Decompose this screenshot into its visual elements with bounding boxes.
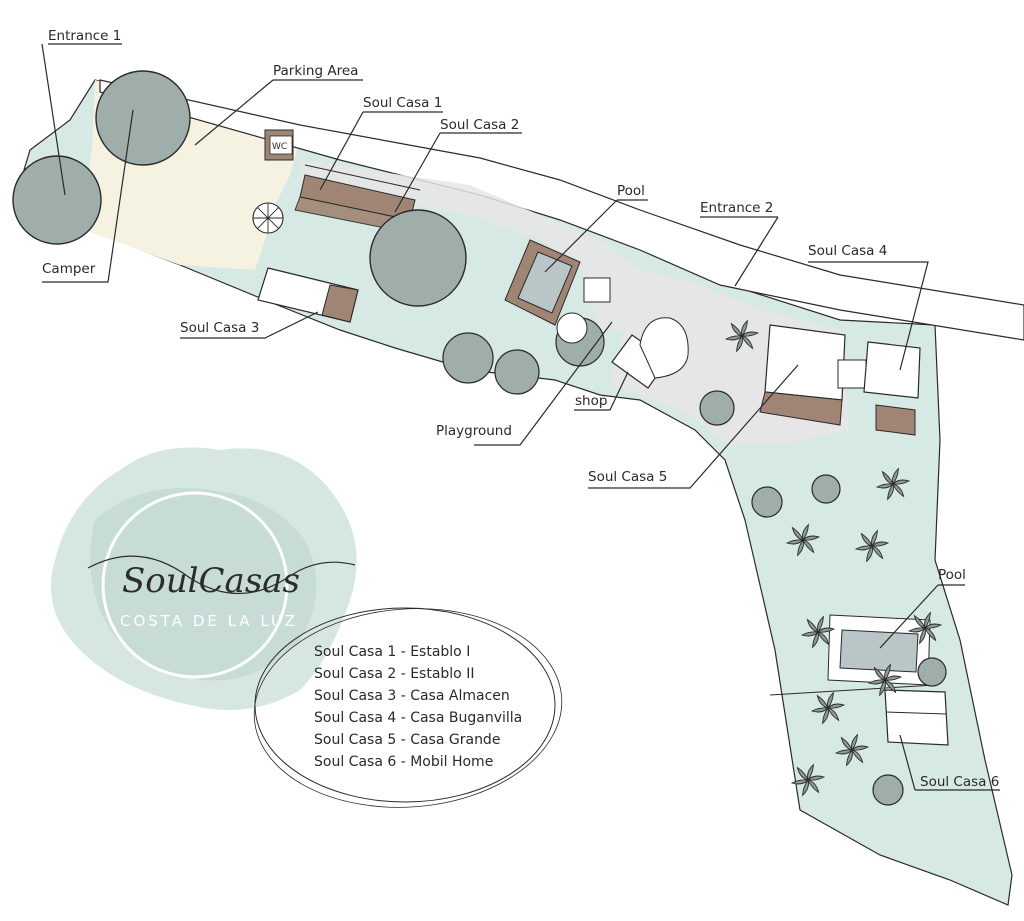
soul-casa-6-building xyxy=(884,689,949,746)
tree xyxy=(872,774,904,806)
legend-item: Soul Casa 6 - Mobil Home xyxy=(314,754,493,770)
label-entrance-1: Entrance 1 xyxy=(48,28,121,44)
tree-large xyxy=(369,209,467,307)
logo-watercolor xyxy=(50,447,357,710)
pool-north-shed xyxy=(583,277,611,303)
label-entrance-2: Entrance 2 xyxy=(700,200,773,216)
label-playground: Playground xyxy=(436,423,512,439)
label-parking-area: Parking Area xyxy=(273,63,358,79)
tree-cluster xyxy=(12,70,947,806)
legend-item: Soul Casa 2 - Establo II xyxy=(314,666,474,682)
palm-tree-icon xyxy=(790,763,826,797)
label-pool-north: Pool xyxy=(617,183,645,199)
wc-label: WC xyxy=(272,142,287,152)
leader-lines xyxy=(41,43,1000,791)
palm-tree-icon xyxy=(834,733,870,767)
palm-tree-icon xyxy=(907,611,943,645)
logo-subtitle: COSTA DE LA LUZ xyxy=(120,612,298,630)
label-soul-casa-6: Soul Casa 6 xyxy=(920,774,999,790)
tree xyxy=(699,390,735,426)
label-soul-casa-4: Soul Casa 4 xyxy=(808,243,887,259)
label-shop: shop xyxy=(575,393,607,409)
legend-item: Soul Casa 1 - Establo I xyxy=(314,644,470,660)
label-soul-casa-5: Soul Casa 5 xyxy=(588,469,667,485)
legend-item: Soul Casa 4 - Casa Buganvilla xyxy=(314,710,522,726)
label-soul-casa-1: Soul Casa 1 xyxy=(363,95,442,111)
round-terrace xyxy=(639,317,689,379)
palm-tree-icon xyxy=(800,615,836,649)
palm-tree-icon xyxy=(724,319,760,353)
tree xyxy=(494,349,540,395)
south-lawn-divider xyxy=(769,684,936,696)
palm-tree-icon xyxy=(867,663,903,697)
tree xyxy=(811,474,841,504)
tree xyxy=(917,657,947,687)
palm-tree-icon xyxy=(810,691,846,725)
pool-south-water xyxy=(839,629,919,673)
soul-casa-4-building xyxy=(863,341,921,399)
palm-tree-icon xyxy=(854,529,890,563)
label-pool-south: Pool xyxy=(938,567,966,583)
label-soul-casa-2: Soul Casa 2 xyxy=(440,117,519,133)
palm-tree-icon xyxy=(875,467,911,501)
palm-tree-icon xyxy=(785,523,821,557)
tree xyxy=(751,486,783,518)
tree xyxy=(442,332,494,384)
tree xyxy=(12,155,102,245)
label-soul-casa-3: Soul Casa 3 xyxy=(180,320,259,336)
pool-north-water xyxy=(517,251,573,314)
tree xyxy=(95,70,191,166)
legend: Soul Casa 1 - Establo I Soul Casa 2 - Es… xyxy=(253,607,563,808)
palm-tree-group xyxy=(724,319,943,797)
logo-title: SoulCasas xyxy=(122,561,300,601)
playground-circle xyxy=(556,312,588,344)
legend-item: Soul Casa 5 - Casa Grande xyxy=(314,732,500,748)
wheel-ornament-icon xyxy=(252,202,284,234)
legend-item: Soul Casa 3 - Casa Almacen xyxy=(314,688,510,704)
label-camper: Camper xyxy=(42,261,96,277)
